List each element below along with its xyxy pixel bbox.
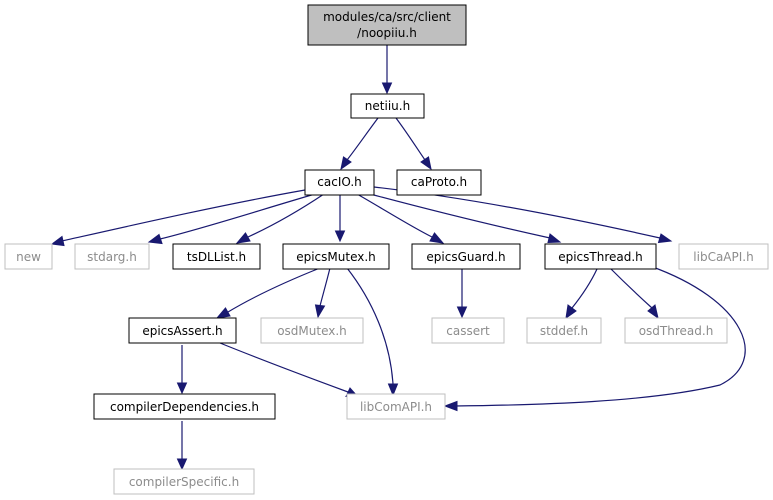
edge-noopiiu-to-netiiu xyxy=(381,45,393,95)
edge-epicsassert-to-compilerdeps xyxy=(176,345,188,395)
node-cacio[interactable]: cacIO.h xyxy=(304,169,375,196)
node-compilerdeps[interactable]: compilerDependencies.h xyxy=(93,393,276,420)
graph-nodes: modules/ca/src/client /noopiiu.h netiiu.… xyxy=(4,4,769,495)
node-new: new xyxy=(4,243,53,270)
node-epicsthread-label: epicsThread.h xyxy=(558,250,643,264)
edge-epicsthread-to-stddef xyxy=(565,268,598,320)
edge-epicsassert-to-libcomapi xyxy=(219,342,360,398)
node-epicsassert-label: epicsAssert.h xyxy=(142,324,222,338)
node-cacio-label: cacIO.h xyxy=(317,175,361,189)
edge-epicsthread-to-osdthread xyxy=(610,268,659,320)
node-new-label: new xyxy=(16,250,41,264)
node-epicsassert[interactable]: epicsAssert.h xyxy=(128,317,237,344)
node-noopiiu-root: modules/ca/src/client /noopiiu.h xyxy=(307,4,467,46)
node-cassert-label: cassert xyxy=(446,324,490,338)
edge-epicsguard-to-cassert xyxy=(456,269,468,319)
node-libcaapi-label: libCaAPI.h xyxy=(693,250,753,264)
node-epicsmutex[interactable]: epicsMutex.h xyxy=(282,243,390,270)
node-caproto-label: caProto.h xyxy=(411,175,467,189)
node-noopiiu-label-line2: /noopiiu.h xyxy=(357,26,417,40)
node-osdthread-label: osdThread.h xyxy=(639,324,714,338)
edge-epicsthread-to-libcomapi xyxy=(443,265,746,412)
node-compilerdeps-label: compilerDependencies.h xyxy=(110,400,259,414)
node-stdarg: stdarg.h xyxy=(74,243,150,270)
node-tsdllist-label: tsDLList.h xyxy=(187,250,246,264)
node-cassert: cassert xyxy=(431,317,505,344)
edge-netiiu-to-caproto xyxy=(395,117,432,171)
edge-netiiu-to-cacio xyxy=(340,117,379,171)
node-libcomapi: libComAPI.h xyxy=(346,393,446,420)
node-epicsguard[interactable]: epicsGuard.h xyxy=(411,243,521,270)
node-osdmutex-label: osdMutex.h xyxy=(277,324,347,338)
node-stdarg-label: stdarg.h xyxy=(87,250,137,264)
node-epicsthread[interactable]: epicsThread.h xyxy=(544,243,657,270)
node-osdmutex: osdMutex.h xyxy=(260,317,364,344)
node-caproto[interactable]: caProto.h xyxy=(396,169,482,196)
node-netiiu-label: netiiu.h xyxy=(365,99,410,113)
node-compilerspecific: compilerSpecific.h xyxy=(113,468,255,495)
node-epicsmutex-label: epicsMutex.h xyxy=(296,250,376,264)
edge-cacio-to-new xyxy=(50,189,306,247)
node-compilerspecific-label: compilerSpecific.h xyxy=(129,475,239,489)
node-stddef-label: stddef.h xyxy=(540,324,588,338)
node-osdthread: osdThread.h xyxy=(624,317,728,344)
node-netiiu[interactable]: netiiu.h xyxy=(350,93,425,119)
edge-cacio-to-epicsthread xyxy=(369,193,562,244)
edge-cacio-to-epicsguard xyxy=(356,193,445,244)
edge-epicsmutex-to-osdmutex xyxy=(314,267,331,319)
node-libcomapi-label: libComAPI.h xyxy=(360,400,432,414)
edge-compilerdeps-to-compilerspecific xyxy=(176,421,188,471)
edge-cacio-to-stdarg xyxy=(147,193,316,245)
edge-cacio-to-tsdllist xyxy=(235,193,325,244)
node-stddef: stddef.h xyxy=(526,317,602,344)
node-libcaapi: libCaAPI.h xyxy=(678,243,769,270)
edge-epicsmutex-to-epicsassert xyxy=(215,267,321,319)
edge-cacio-to-epicsmutex xyxy=(334,195,346,243)
node-noopiiu-label-line1: modules/ca/src/client xyxy=(323,10,451,24)
edge-epicsmutex-to-libcomapi xyxy=(346,267,399,397)
node-tsdllist[interactable]: tsDLList.h xyxy=(172,243,261,270)
node-epicsguard-label: epicsGuard.h xyxy=(426,250,505,264)
